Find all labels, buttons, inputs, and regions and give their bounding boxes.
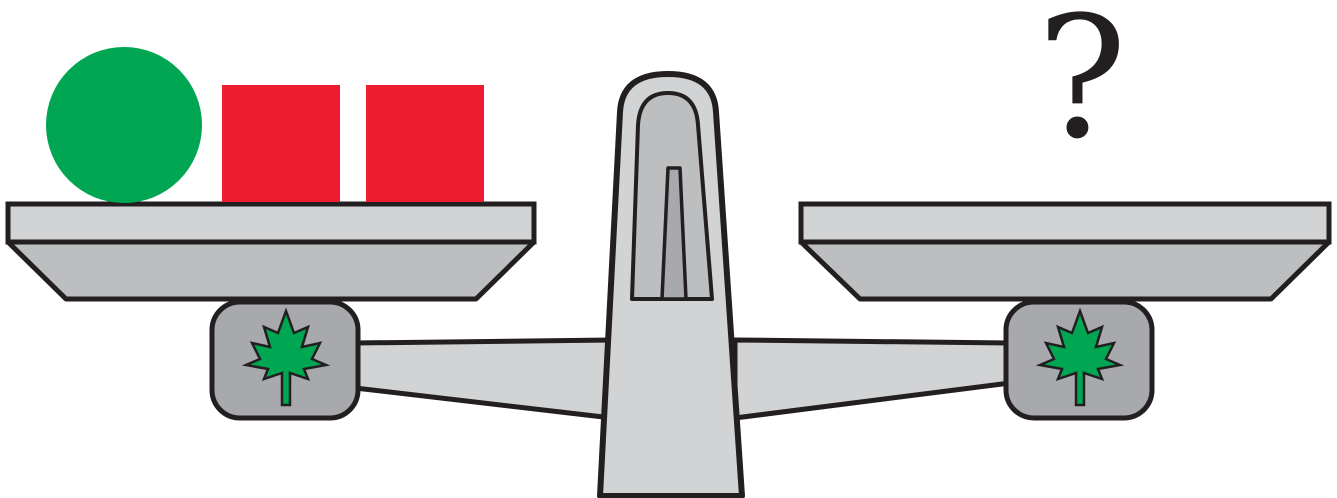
right-beam-arm xyxy=(732,337,1013,421)
green-circle xyxy=(46,47,202,203)
left-pan xyxy=(5,201,537,302)
right-pan xyxy=(798,201,1332,302)
left-hub xyxy=(209,299,361,421)
left-pan-items xyxy=(46,47,484,203)
center-pillar xyxy=(597,71,745,498)
left-pan-bowl xyxy=(5,239,537,302)
pointer-needle xyxy=(660,166,688,301)
maple-leaf-icon xyxy=(1035,307,1125,407)
maple-leaf-icon xyxy=(241,307,331,407)
right-pan-rim xyxy=(798,201,1332,245)
right-hub xyxy=(1003,299,1155,421)
red-square xyxy=(222,85,340,202)
red-square xyxy=(366,85,484,202)
right-pan-question-mark: ? xyxy=(1037,0,1127,176)
right-pan-bowl xyxy=(798,239,1332,302)
left-pan-rim xyxy=(5,201,537,245)
left-beam-arm xyxy=(352,337,615,421)
